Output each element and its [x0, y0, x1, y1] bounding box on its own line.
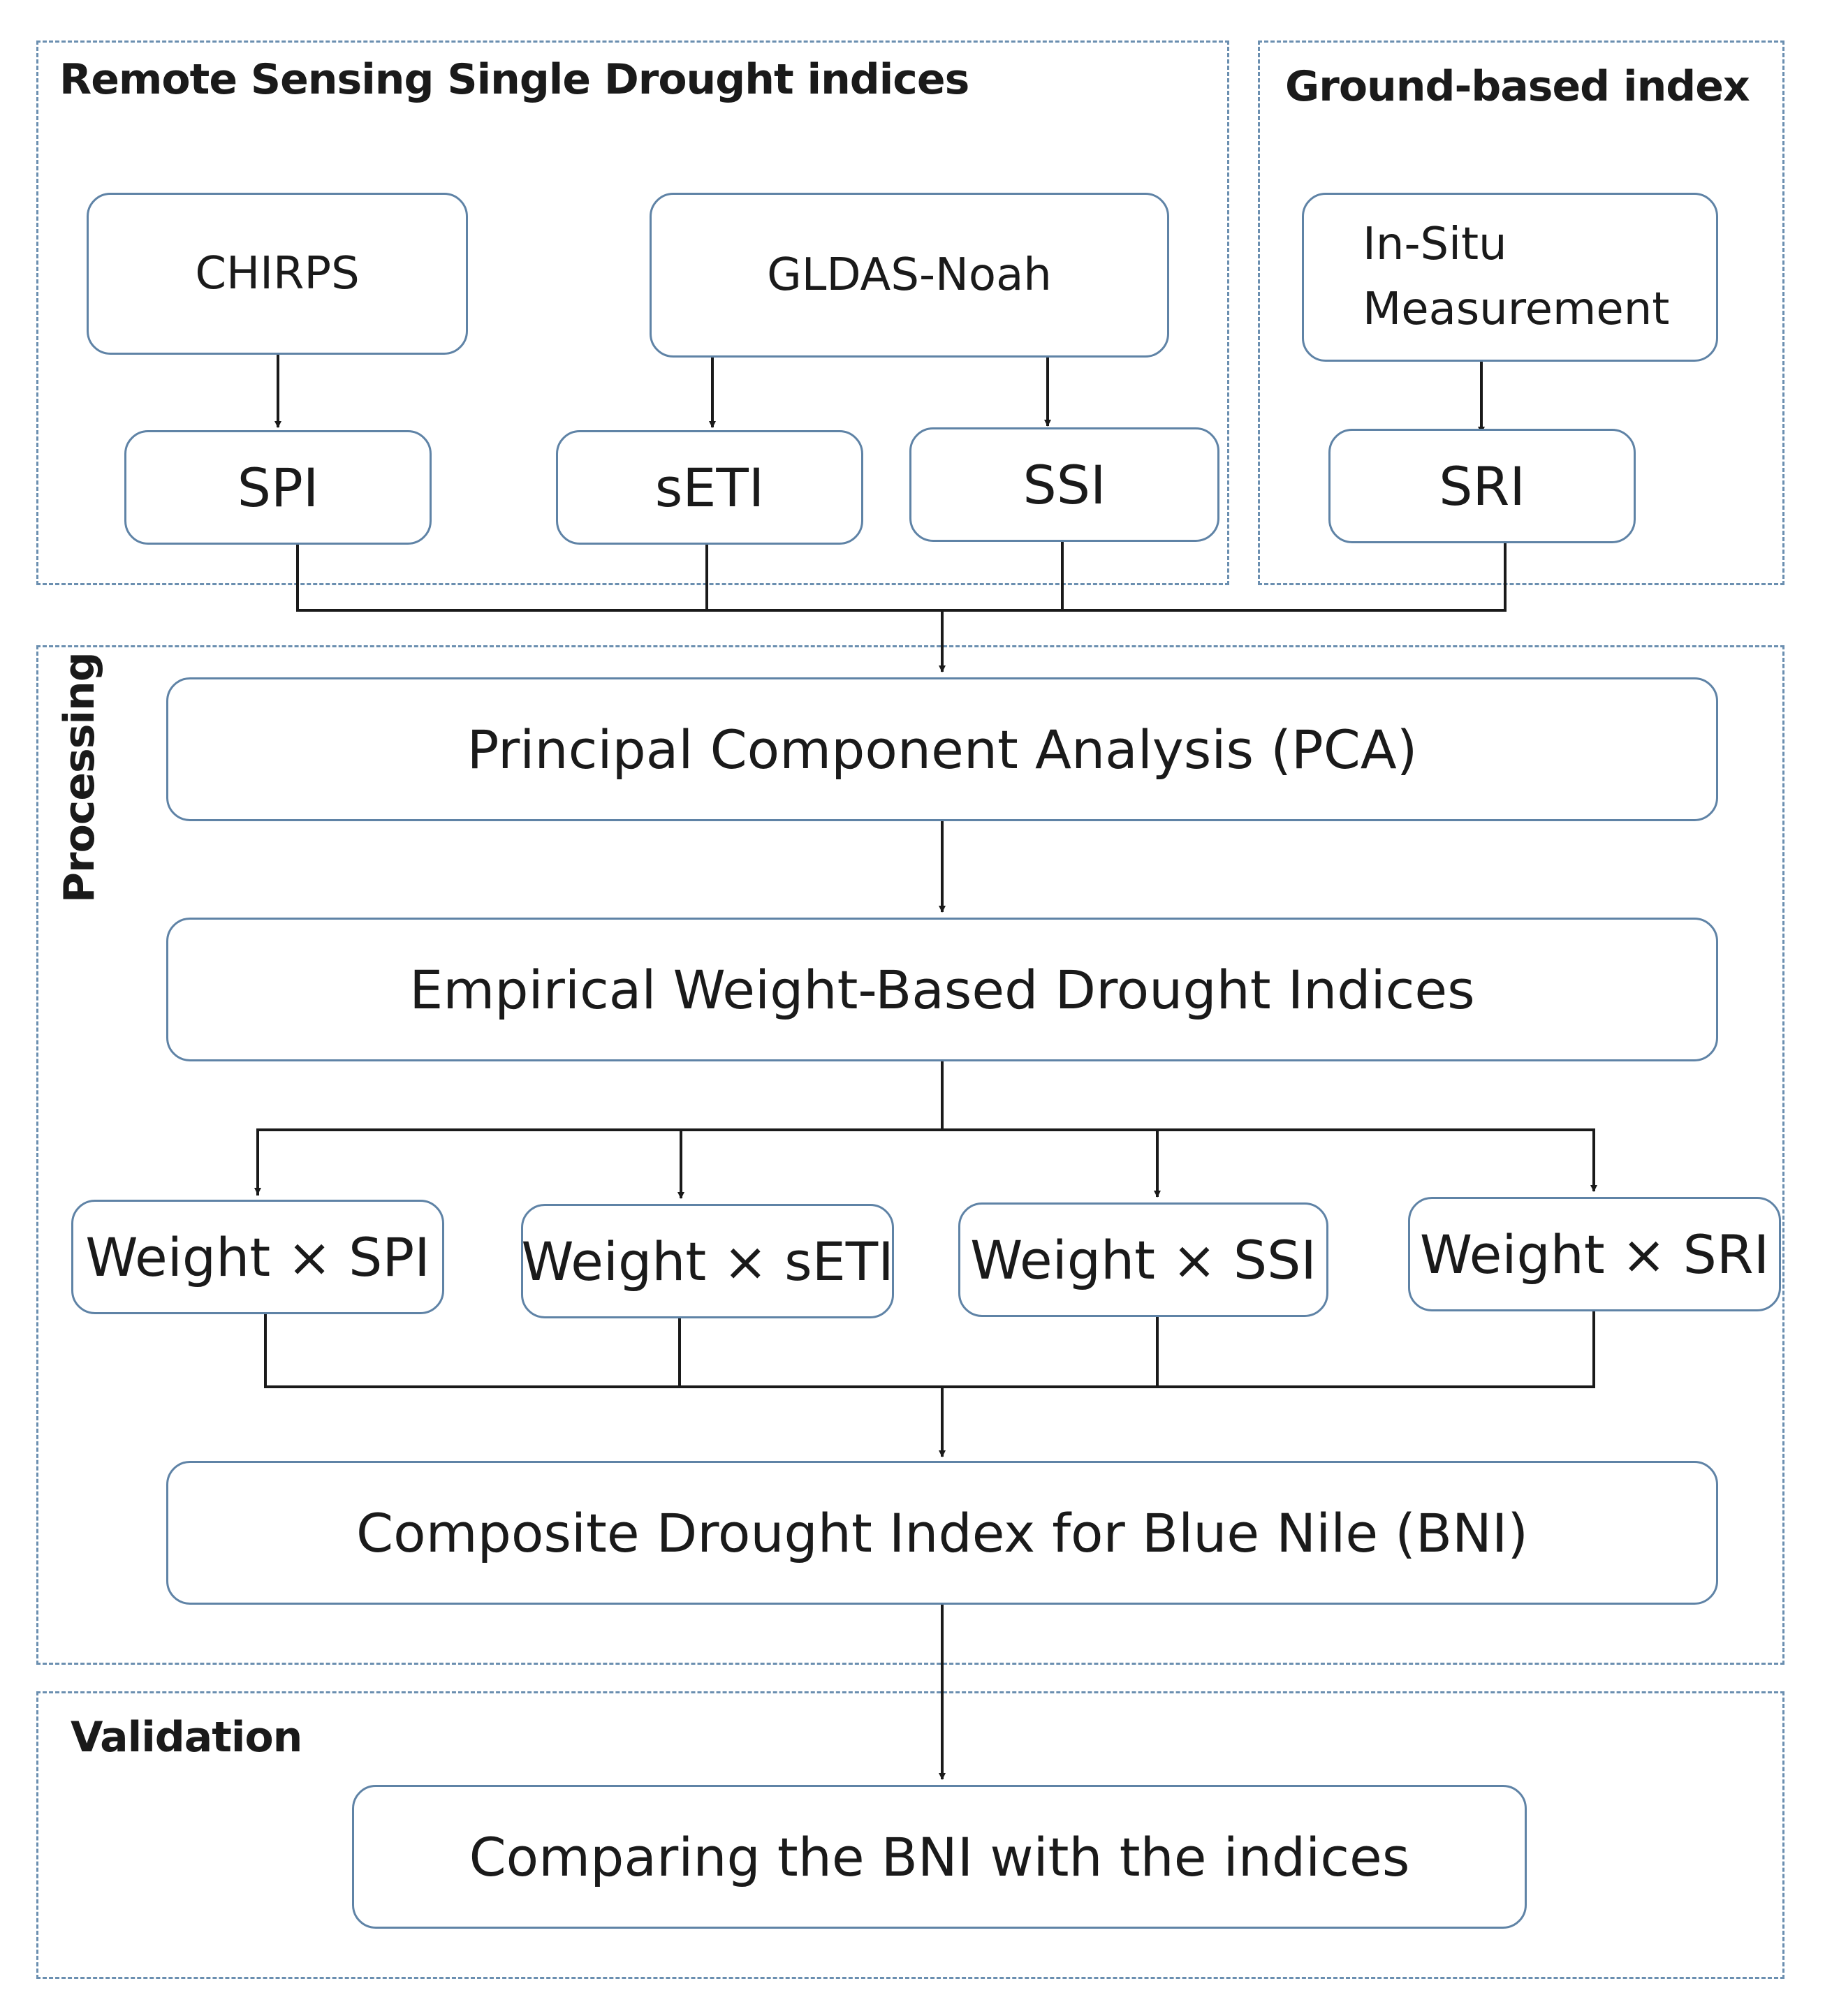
node-chirps: CHIRPS — [87, 193, 468, 355]
merge-indices-line — [296, 543, 1507, 612]
group-processing: Processing — [36, 645, 1784, 1665]
node-in-situ-measurement-label: In-Situ Measurement — [1363, 219, 1670, 335]
group-validation: Validation — [36, 1691, 1784, 1979]
group-remote-sensing: Remote Sensing Single Drought indices — [36, 41, 1229, 585]
node-sri: SRI — [1328, 429, 1636, 543]
node-bni-label: Composite Drought Index for Blue Nile (B… — [356, 1501, 1528, 1564]
node-spi: SPI — [124, 430, 432, 545]
node-seti-label: sETI — [654, 456, 765, 519]
group-title-remote-sensing: Remote Sensing Single Drought indices — [59, 55, 969, 104]
node-comparing-label: Comparing the BNI with the indices — [469, 1825, 1410, 1888]
node-weight-ssi-label: Weight × SSI — [970, 1228, 1317, 1291]
node-weight-spi-label: Weight × SPI — [85, 1226, 430, 1288]
node-weight-ssi: Weight × SSI — [958, 1202, 1328, 1317]
node-weight-seti: Weight × sETI — [521, 1204, 894, 1318]
node-weight-sri: Weight × SRI — [1408, 1197, 1781, 1311]
node-sri-label: SRI — [1439, 455, 1525, 517]
group-ground-based: Ground-based index — [1258, 41, 1784, 585]
node-chirps-label: CHIRPS — [195, 248, 360, 300]
node-weight-sri-label: Weight × SRI — [1419, 1223, 1770, 1286]
node-ssi-label: SSI — [1023, 453, 1106, 516]
node-seti: sETI — [556, 430, 863, 545]
node-in-situ-measurement: In-Situ Measurement — [1302, 193, 1718, 362]
node-gldas-noah: GLDAS-Noah — [650, 193, 1169, 358]
group-title-ground-based: Ground-based index — [1285, 62, 1750, 111]
node-weight-spi: Weight × SPI — [71, 1200, 444, 1314]
fanout-line — [256, 1128, 1595, 1195]
node-empirical-weight-label: Empirical Weight-Based Drought Indices — [409, 958, 1475, 1021]
group-title-validation: Validation — [71, 1713, 302, 1762]
node-gldas-noah-label: GLDAS-Noah — [767, 249, 1052, 301]
node-spi-label: SPI — [237, 456, 319, 519]
merge-weights-line — [264, 1310, 1595, 1388]
node-empirical-weight: Empirical Weight-Based Drought Indices — [166, 918, 1718, 1061]
node-weight-seti-label: Weight × sETI — [521, 1230, 894, 1293]
node-pca-label: Principal Component Analysis (PCA) — [467, 718, 1418, 781]
node-ssi: SSI — [909, 427, 1219, 542]
node-comparing: Comparing the BNI with the indices — [352, 1785, 1527, 1929]
node-bni: Composite Drought Index for Blue Nile (B… — [166, 1461, 1718, 1605]
node-pca: Principal Component Analysis (PCA) — [166, 677, 1718, 821]
